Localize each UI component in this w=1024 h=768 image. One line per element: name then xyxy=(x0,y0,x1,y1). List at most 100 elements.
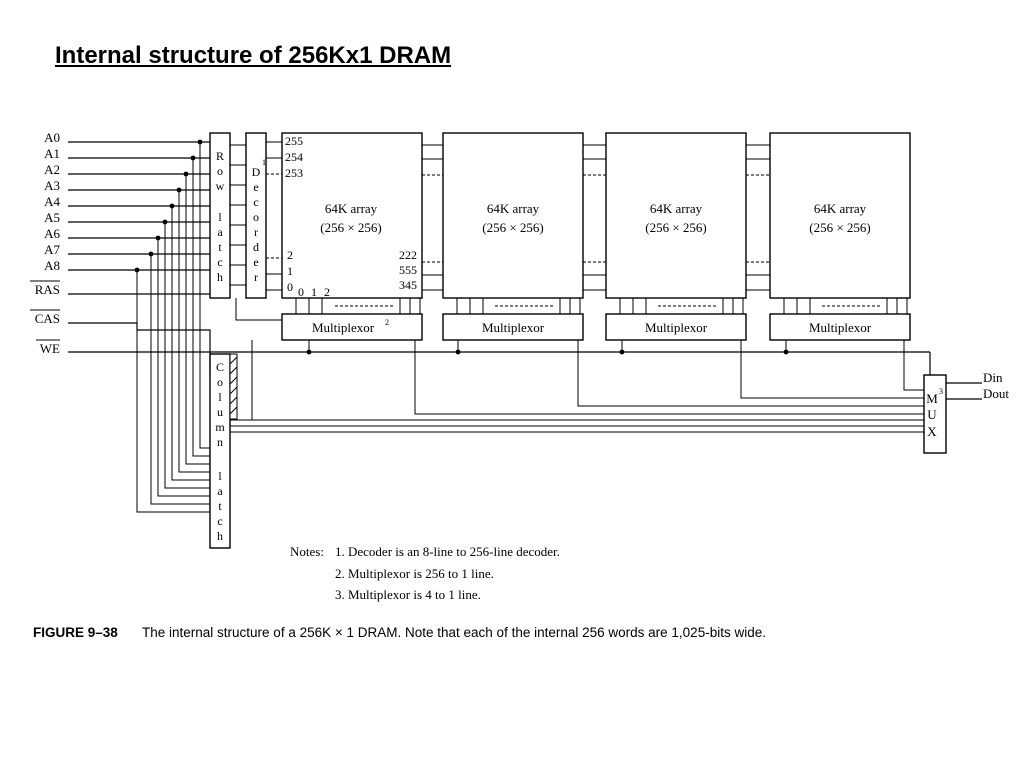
note-3: 3. Multiplexor is 4 to 1 line. xyxy=(335,587,481,602)
cas-line xyxy=(68,322,211,375)
page-title: Internal structure of 256Kx1 DRAM xyxy=(55,42,452,69)
multiplexor-2: Multiplexor xyxy=(442,313,584,341)
output-mux-box xyxy=(923,374,947,454)
memory-array-4: 64K array (256 × 256) xyxy=(769,132,911,299)
svg-text:2: 2 xyxy=(324,285,330,299)
memory-array-3: 64K array (256 × 256) xyxy=(605,132,747,299)
svg-text:253: 253 xyxy=(285,166,303,180)
inter-array-row-lines xyxy=(422,144,770,291)
svg-text:1: 1 xyxy=(287,264,293,278)
cas-label: CAS xyxy=(35,311,60,326)
address-label-a0: A0 xyxy=(44,130,60,145)
note-1: 1. Decoder is an 8-line to 256-line deco… xyxy=(335,544,560,559)
figure-caption-text: The internal structure of a 256K × 1 DRA… xyxy=(142,625,766,640)
multiplexor-output-lines xyxy=(414,340,924,415)
output-mux-label: M 3 U X xyxy=(926,387,943,439)
column-latch-label: C o l u m n l a t c h xyxy=(215,360,225,543)
column-latch-hatch xyxy=(229,353,238,420)
array-1-size: (256 × 256) xyxy=(320,220,382,235)
svg-text:m: m xyxy=(215,420,225,434)
svg-text:l: l xyxy=(218,390,222,404)
svg-text:X: X xyxy=(927,424,937,439)
row-latch-to-decoder-lines xyxy=(230,144,246,286)
notes-heading: Notes: xyxy=(290,544,324,559)
svg-text:r: r xyxy=(254,270,258,284)
svg-text:0: 0 xyxy=(287,280,293,294)
notes: Notes: 1. Decoder is an 8-line to 256-li… xyxy=(290,544,560,602)
svg-text:2: 2 xyxy=(287,248,293,262)
svg-text:o: o xyxy=(253,210,259,224)
address-label-a1: A1 xyxy=(44,146,60,161)
we-label: WE xyxy=(40,341,60,356)
address-label-a6: A6 xyxy=(44,226,60,241)
column-select-lines xyxy=(230,340,924,433)
svg-text:h: h xyxy=(217,270,223,284)
multiplexor-3: Multiplexor xyxy=(605,313,747,341)
memory-array-2: 64K array (256 × 256) xyxy=(442,132,584,299)
svg-text:n: n xyxy=(217,435,223,449)
svg-text:l: l xyxy=(218,210,222,224)
array-2-size: (256 × 256) xyxy=(482,220,544,235)
address-label-a7: A7 xyxy=(44,242,60,257)
we-taps xyxy=(306,340,789,355)
svg-text:c: c xyxy=(253,195,258,209)
column-latch-box xyxy=(209,353,231,549)
svg-text:U: U xyxy=(927,407,937,422)
multiplexor-1: Multiplexor 2 xyxy=(281,313,423,341)
svg-text:222: 222 xyxy=(399,248,417,262)
decoder-label: D 1 e c o r d e r xyxy=(252,158,266,284)
svg-text:o: o xyxy=(217,375,223,389)
mux-note-mark: 3 xyxy=(939,387,943,396)
svg-text:555: 555 xyxy=(399,263,417,277)
array-2-label: 64K array xyxy=(487,201,540,216)
multiplexor-4-label: Multiplexor xyxy=(809,320,872,335)
svg-text:o: o xyxy=(217,164,223,178)
svg-text:1: 1 xyxy=(311,285,317,299)
svg-text:255: 255 xyxy=(285,134,303,148)
svg-text:h: h xyxy=(217,529,223,543)
row-latch-label: R o w l a t c h xyxy=(216,149,225,284)
svg-text:c: c xyxy=(217,514,222,528)
decoder-to-mux-line xyxy=(235,298,282,321)
array-column-stubs xyxy=(295,298,908,314)
svg-text:e: e xyxy=(253,255,258,269)
decoder-to-array-lines xyxy=(266,141,282,291)
figure-caption: FIGURE 9–38 The internal structure of a … xyxy=(33,625,766,640)
address-branch-lines xyxy=(134,139,210,513)
svg-text:254: 254 xyxy=(285,150,303,164)
address-input-labels: A0 A1 A2 A3 A4 A5 A6 A7 A8 xyxy=(44,130,60,273)
svg-text:t: t xyxy=(218,499,222,513)
array-1-label: 64K array xyxy=(325,201,378,216)
multiplexor-4: Multiplexor xyxy=(769,313,911,341)
memory-array-1: 255 254 253 2 1 0 0 1 2 222 555 345 64K … xyxy=(281,132,423,299)
note-2: 2. Multiplexor is 256 to 1 line. xyxy=(335,566,494,581)
address-label-a4: A4 xyxy=(44,194,60,209)
din-label: Din xyxy=(983,370,1003,385)
dout-label: Dout xyxy=(983,386,1009,401)
multiplexor-1-label: Multiplexor xyxy=(312,320,375,335)
ras-label: RAS xyxy=(35,282,60,297)
address-label-a2: A2 xyxy=(44,162,60,177)
svg-text:a: a xyxy=(217,484,223,498)
row-latch-box xyxy=(209,132,231,299)
multiplexor-3-label: Multiplexor xyxy=(645,320,708,335)
array-4-size: (256 × 256) xyxy=(809,220,871,235)
svg-text:R: R xyxy=(216,149,224,163)
multiplexor-1-note-mark: 2 xyxy=(385,318,389,327)
svg-text:w: w xyxy=(216,179,225,193)
svg-text:d: d xyxy=(253,240,259,254)
decoder-box xyxy=(245,132,267,299)
decoder-note-mark: 1 xyxy=(262,158,266,167)
svg-text:D: D xyxy=(252,165,261,179)
svg-text:C: C xyxy=(216,360,224,374)
svg-text:u: u xyxy=(217,405,223,419)
svg-text:M: M xyxy=(926,391,938,406)
multiplexor-2-label: Multiplexor xyxy=(482,320,545,335)
address-label-a5: A5 xyxy=(44,210,60,225)
svg-text:l: l xyxy=(218,469,222,483)
figure-label: FIGURE 9–38 xyxy=(33,625,118,640)
address-label-a8: A8 xyxy=(44,258,60,273)
svg-text:c: c xyxy=(217,255,222,269)
array-3-size: (256 × 256) xyxy=(645,220,707,235)
